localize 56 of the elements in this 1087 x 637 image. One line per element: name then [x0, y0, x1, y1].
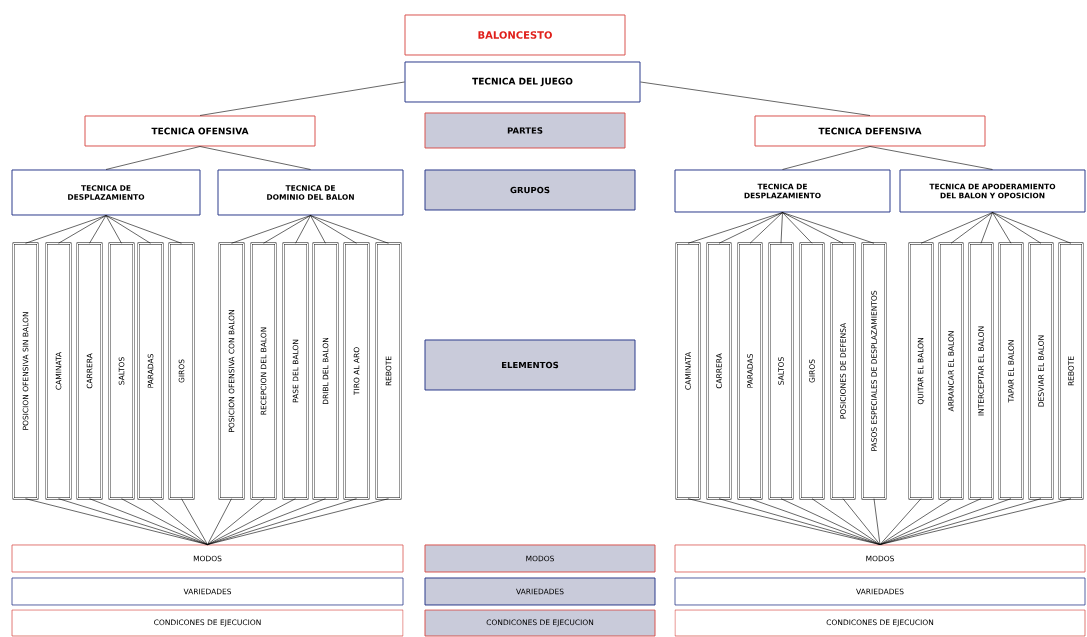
connector-line — [782, 212, 844, 244]
connector-line — [869, 146, 993, 170]
connector-line — [263, 215, 311, 244]
category-box: TECNICA DEL JUEGO — [404, 61, 641, 103]
level-box: GRUPOS — [424, 169, 636, 211]
connector-line — [879, 498, 952, 545]
connector-line — [121, 498, 208, 545]
connector-line — [879, 498, 1072, 545]
title-box: BALONCESTO — [404, 14, 626, 56]
connector-line — [873, 498, 881, 545]
connector-line — [782, 146, 871, 170]
connector-line — [310, 215, 389, 244]
connector-line — [310, 215, 357, 244]
connector-line — [105, 146, 201, 170]
connector-line — [207, 498, 232, 545]
connector-line — [780, 212, 783, 244]
connector-line — [199, 146, 311, 170]
category-box: TECNICA DEFENSIVA — [754, 115, 986, 147]
connector-line — [718, 212, 783, 244]
connector-line — [718, 498, 881, 545]
connector-line — [310, 215, 326, 244]
connector-line — [879, 498, 922, 545]
connector-line — [199, 81, 405, 116]
connector-line — [207, 498, 389, 545]
level-box: ELEMENTOS — [424, 339, 636, 391]
level-box: PARTES — [424, 112, 626, 149]
connector-line — [842, 498, 881, 545]
connector-line — [207, 498, 326, 545]
connector-line — [231, 215, 311, 244]
connector-line — [992, 212, 1072, 244]
category-box: TECNICA OFENSIVA — [84, 115, 316, 147]
connector-line — [105, 215, 151, 244]
connector-line — [640, 81, 871, 116]
connector-line — [811, 498, 881, 545]
connector-line — [58, 215, 107, 244]
connector-line — [782, 212, 813, 244]
connector-line — [25, 215, 107, 244]
connector-line — [295, 215, 311, 244]
connector-line — [749, 212, 783, 244]
connector-line — [207, 498, 296, 545]
connector-line — [980, 212, 993, 244]
connector-line — [782, 212, 875, 244]
connector-line — [992, 212, 1042, 244]
connector-line — [687, 212, 783, 244]
connector-line — [207, 498, 264, 545]
connector-line — [89, 215, 107, 244]
connector-line — [992, 212, 1012, 244]
connector-line — [105, 215, 122, 244]
connector-line — [879, 498, 1042, 545]
connector-line — [780, 498, 881, 545]
connector-line — [89, 498, 208, 545]
connector-line — [105, 215, 182, 244]
connector-line — [150, 498, 208, 545]
connector-line — [950, 212, 993, 244]
connector-line — [920, 212, 993, 244]
connector-line — [181, 498, 208, 545]
